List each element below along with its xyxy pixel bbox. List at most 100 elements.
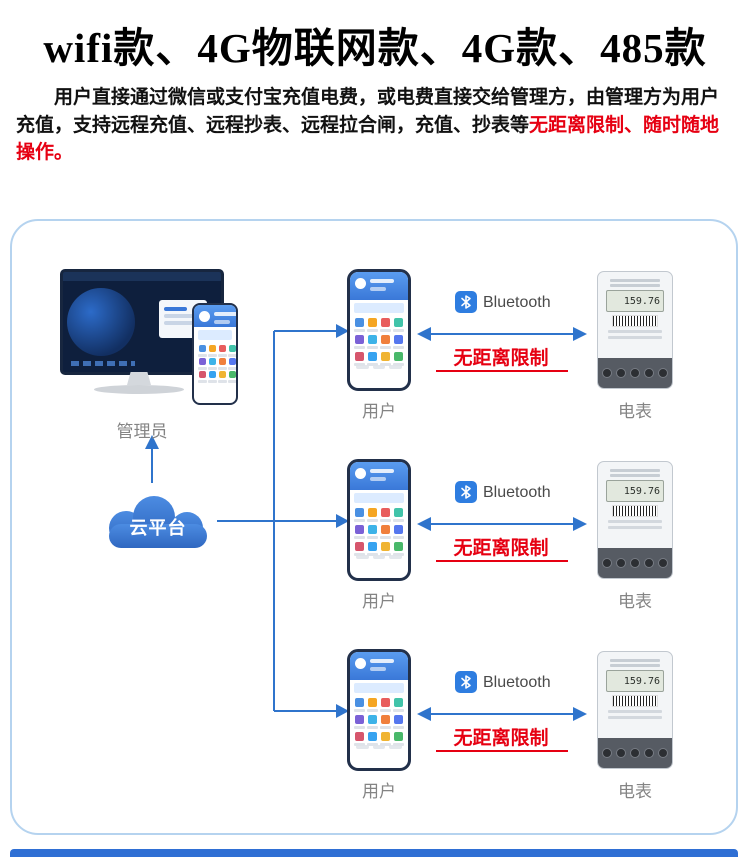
app-icon — [393, 318, 404, 332]
decor-bar — [372, 365, 386, 369]
topology-diagram: 管理员 云平台 用户 B — [10, 219, 738, 835]
decor-bar — [164, 307, 187, 311]
decor-bar — [610, 284, 660, 287]
meter-lcd: 159.76 — [606, 670, 664, 692]
app-icon — [393, 698, 404, 712]
app-icon — [393, 335, 404, 349]
meter-label: 电表 — [618, 402, 652, 421]
intro-highlight: 无距离限制、随时随地操作。 — [16, 114, 720, 164]
terminal-screw — [616, 748, 626, 758]
app-icon — [367, 542, 378, 556]
meter-reading: 159.76 — [623, 295, 660, 307]
decor-bar — [389, 555, 403, 559]
app-icon — [380, 318, 391, 332]
phone-app-grid — [350, 506, 408, 556]
phone-app-grid — [350, 316, 408, 366]
admin-label: 管理员 — [116, 422, 168, 441]
decor-bar — [372, 745, 386, 749]
app-icon — [393, 732, 404, 746]
monitor-base — [94, 385, 184, 394]
phone-header — [350, 462, 408, 490]
meter-label-lines — [604, 520, 666, 529]
meter-header — [604, 659, 666, 667]
user-phone — [347, 269, 411, 391]
phone-header — [350, 272, 408, 300]
app-icon — [218, 371, 227, 383]
meter-barcode — [612, 505, 658, 517]
restriction-label: 无距离限制 — [453, 728, 549, 749]
app-icon — [393, 542, 404, 556]
app-icon — [393, 525, 404, 539]
next-section-edge — [10, 849, 738, 857]
app-icon — [354, 525, 365, 539]
decor-bar — [372, 555, 386, 559]
phone-banner — [198, 330, 232, 340]
app-icon — [367, 525, 378, 539]
restriction-label: 无距离限制 — [453, 348, 549, 369]
decor-bar — [370, 477, 386, 481]
user-label: 用户 — [362, 782, 396, 801]
terminal-screw — [644, 748, 654, 758]
phone-header — [350, 652, 408, 680]
app-icon — [380, 732, 391, 746]
terminal-screw — [644, 558, 654, 568]
decor-bar — [370, 287, 386, 291]
app-icon — [198, 371, 207, 383]
app-icon — [354, 352, 365, 366]
decor-bar — [356, 745, 369, 749]
app-icon — [228, 371, 236, 383]
app-icon — [354, 698, 365, 712]
terminal-screw — [630, 368, 640, 378]
phone-app-grid — [194, 343, 236, 383]
decor-bar — [214, 312, 236, 316]
decor-bar — [608, 336, 662, 339]
decor-bar — [164, 321, 202, 325]
app-icon — [228, 345, 236, 357]
app-icon — [393, 715, 404, 729]
bluetooth-icon — [455, 291, 477, 313]
meter-barcode — [612, 315, 658, 327]
cloud-icon — [109, 496, 207, 548]
meter-lcd: 159.76 — [606, 480, 664, 502]
meter-label-lines — [604, 710, 666, 719]
decor-bar — [608, 710, 662, 713]
phone-banner — [354, 493, 404, 503]
cloud-label: 云平台 — [129, 518, 187, 538]
app-icon — [354, 318, 365, 332]
phone-banner — [354, 683, 404, 693]
decor-bar — [610, 474, 660, 477]
decor-bar — [164, 314, 202, 318]
monitor-stand — [127, 372, 151, 385]
decor-bar — [214, 320, 230, 324]
energy-meter: 159.76 — [597, 651, 673, 769]
restriction-underline — [436, 560, 568, 562]
meter-label: 电表 — [618, 592, 652, 611]
meter-label: 电表 — [618, 782, 652, 801]
app-icon — [218, 358, 227, 370]
terminal-screw — [630, 558, 640, 568]
meter-terminals — [598, 548, 672, 578]
decor-bar — [610, 279, 660, 282]
app-icon — [208, 358, 217, 370]
app-icon — [367, 508, 378, 522]
admin-workstation — [52, 261, 252, 426]
decor-bar — [370, 667, 386, 671]
app-icon — [380, 698, 391, 712]
decor-bar — [610, 664, 660, 667]
phone-footer — [350, 551, 408, 559]
decor-bar — [608, 716, 662, 719]
app-icon — [354, 335, 365, 349]
terminal-screw — [602, 558, 612, 568]
app-icon — [208, 345, 217, 357]
app-icon — [228, 358, 236, 370]
decor-bar — [356, 365, 369, 369]
restriction-label: 无距离限制 — [453, 538, 549, 559]
restriction-underline — [436, 750, 568, 752]
app-icon — [367, 715, 378, 729]
meter-reading: 159.76 — [623, 485, 660, 497]
app-icon — [198, 345, 207, 357]
intro-paragraph: 用户直接通过微信或支付宝充值电费，或电费直接交给管理方，由管理方为用户充值，支持… — [16, 84, 734, 167]
app-icon — [367, 732, 378, 746]
terminal-screw — [602, 368, 612, 378]
meter-terminals — [598, 358, 672, 388]
